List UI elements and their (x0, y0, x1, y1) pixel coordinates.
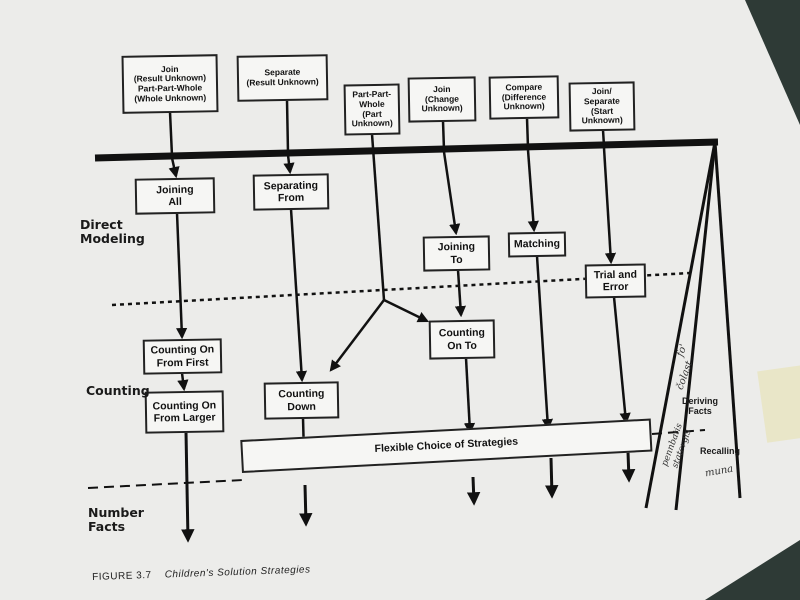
band-label-number-facts: Number Facts (88, 505, 144, 535)
box-counting-down: Counting Down (263, 381, 340, 420)
label-deriving-facts: Deriving Facts (682, 396, 719, 417)
counting-number-facts-divider (87, 479, 244, 489)
problem-types-bar (94, 138, 719, 162)
box-separate-result-unknown: Separate (Result Unknown) (236, 54, 329, 102)
box-matching: Matching (507, 231, 567, 258)
box-counting-on-from-first: Counting On From First (142, 338, 223, 375)
band-label-direct-modeling: Direct Modeling (80, 217, 145, 247)
box-join-result-unknown: Join (Result Unknown) Part-Part-Whole (W… (121, 54, 219, 114)
box-trial-and-error: Trial and Error (584, 263, 647, 299)
box-part-part-whole-part-unknown: Part-Part- Whole (Part Unknown) (343, 83, 401, 136)
box-joining-to: Joining To (422, 235, 491, 272)
box-join-separate-start-unknown: Join/ Separate (Start Unknown) (568, 81, 636, 132)
band-label-counting: Counting (86, 383, 150, 398)
figure-number: FIGURE 3.7 (92, 569, 152, 583)
label-recalling: Recalling (700, 446, 741, 456)
box-counting-on-from-larger: Counting On From Larger (144, 390, 225, 434)
box-separating-from: Separating From (252, 173, 330, 211)
box-counting-on-to: Counting On To (428, 319, 496, 360)
box-joining-all: Joining All (134, 177, 216, 215)
box-join-change-unknown: Join (Change Unknown) (407, 76, 477, 123)
box-compare-difference-unknown: Compare (Difference Unknown) (488, 75, 560, 120)
